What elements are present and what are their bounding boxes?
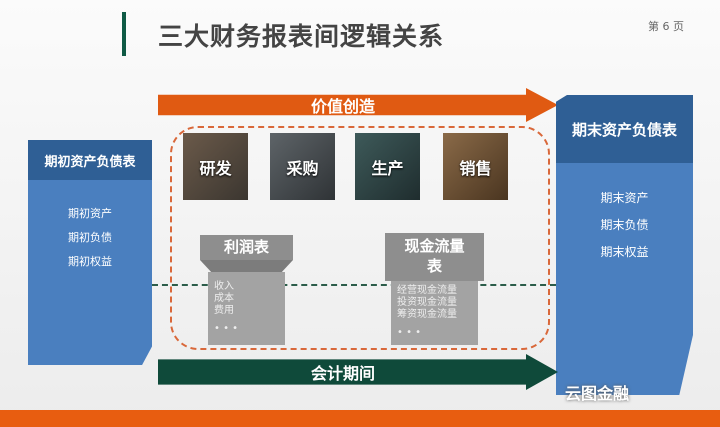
accounting-period-arrow: 会计期间	[158, 354, 558, 390]
box-title: 现金流量表	[385, 233, 484, 281]
closing-balance-sheet: 期末资产负债表 期末资产 期末负债 期末权益	[556, 95, 693, 395]
box-title: 期初资产负债表	[28, 140, 152, 180]
period-divider-line	[152, 284, 556, 286]
arrow-label: 会计期间	[310, 364, 375, 383]
page-title: 三大财务报表间逻辑关系	[158, 22, 445, 51]
list-item: 经营现金流量	[397, 285, 457, 296]
list-item: 筹资现金流量	[397, 309, 457, 320]
opening-balance-sheet: 期初资产负债表 期初资产 期初负债 期初权益	[28, 140, 152, 365]
list-item: 费用	[214, 305, 234, 316]
list-item: 期末资产	[600, 191, 649, 205]
box-title: 期末资产负债表	[556, 95, 693, 163]
list-item: 投资现金流量	[397, 297, 457, 308]
value-creation-arrow: 价值创造	[158, 88, 558, 122]
ellipsis: • • •	[214, 323, 239, 334]
operations-boundary	[170, 126, 550, 350]
list-item: 期初资产	[68, 207, 112, 220]
tile-production: 生产	[355, 133, 420, 200]
list-item: 期末负债	[600, 218, 649, 232]
list-item: 期末权益	[600, 245, 649, 259]
title-accent-bar	[122, 12, 126, 56]
cash-flow-statement: 现金流量表 经营现金流量 投资现金流量 筹资现金流量 • • •	[385, 233, 484, 345]
list-item: 成本	[214, 293, 234, 304]
box-title: 利润表	[200, 235, 293, 260]
tile-sales: 销售	[443, 133, 508, 200]
tile-rnd: 研发	[183, 133, 248, 200]
watermark: 云图金融	[565, 384, 630, 403]
list-item: 收入	[214, 281, 234, 292]
arrow-label: 价值创造	[310, 97, 375, 116]
ellipsis: • • •	[397, 327, 422, 338]
income-statement: 利润表 收入 成本 费用 • • •	[200, 235, 293, 345]
list-item: 期初负债	[68, 231, 112, 244]
list-item: 期初权益	[68, 255, 112, 268]
page-number: 第 6 页	[648, 20, 684, 33]
footer-bar	[0, 410, 720, 427]
tile-purchase: 采购	[270, 133, 335, 200]
